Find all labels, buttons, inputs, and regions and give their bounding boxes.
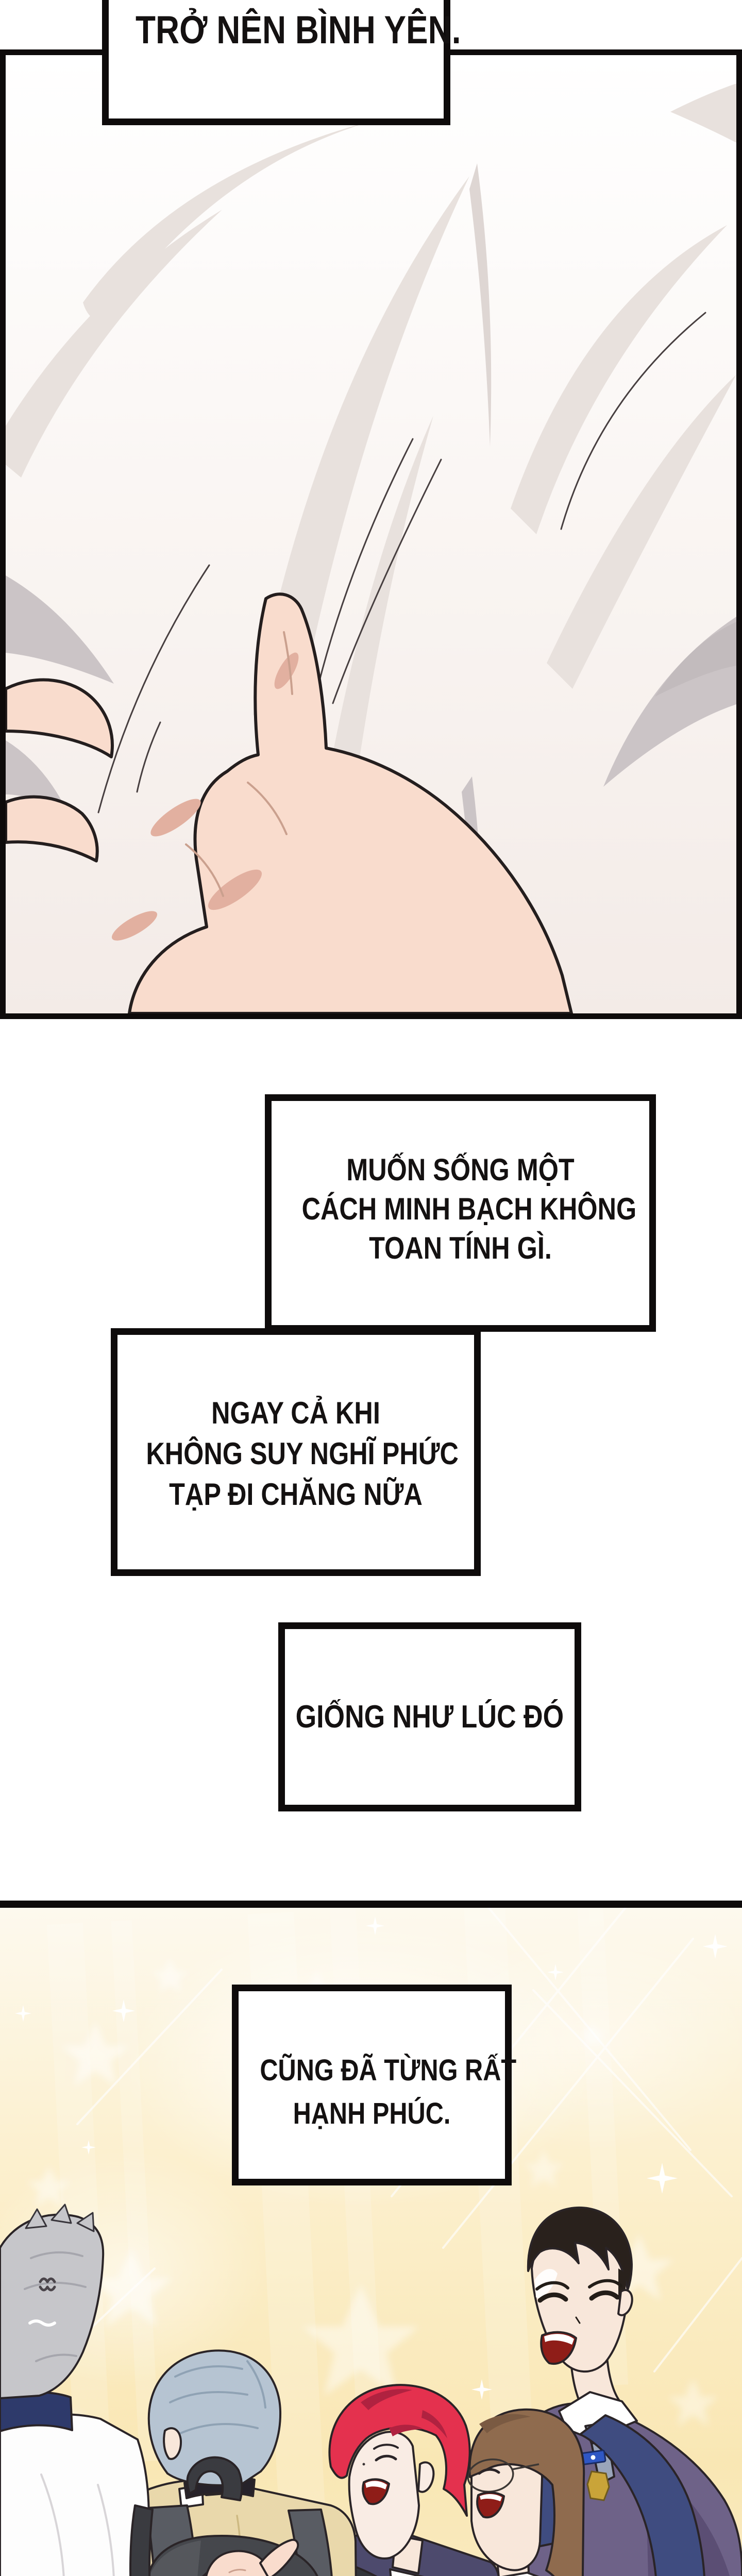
character-gray-boy: [0, 2204, 150, 2576]
speech-box-live-clearly: MUỐN SỐNG MỘT CÁCH MINH BẠCH KHÔNG TOAN …: [265, 1094, 656, 1332]
character-brown-boy: [467, 2408, 585, 2576]
glasses-icon: [467, 2458, 514, 2493]
character-red-boy: [318, 2384, 500, 2576]
speech-line: MUỐN SỐNG MỘT: [346, 1153, 575, 1187]
speech-box-like-back-then: GIỐNG NHƯ LÚC ĐÓ: [278, 1622, 581, 1811]
panel-bedsheet: [0, 49, 742, 1019]
speech-box-even-when: NGAY CẢ KHI KHÔNG SUY NGHĨ PHỨC TẠP ĐI C…: [111, 1328, 481, 1576]
pointing-arm: [202, 2538, 299, 2576]
bedsheet-illustration: [6, 55, 736, 1013]
speech-line: CŨNG ĐÃ TỪNG RẤT: [260, 2054, 517, 2087]
hand-illustration: [6, 592, 573, 1013]
speech-line: TRỞ NÊN BÌNH YÊN.: [136, 8, 461, 52]
knuckle-shadows: [111, 652, 299, 941]
speech-line: KHÔNG SUY NGHĨ PHỨC: [146, 1436, 459, 1471]
speech-line: TẠP ĐI CHĂNG NỮA: [169, 1477, 423, 1512]
speech-line: GIỐNG NHƯ LÚC ĐÓ: [295, 1699, 564, 1735]
speech-line: NGAY CẢ KHI: [211, 1396, 380, 1430]
anger-vein-icon: [39, 2277, 56, 2292]
gold-pin: [586, 2470, 610, 2501]
speech-box-happy: CŨNG ĐÃ TỪNG RẤT HẠNH PHÚC.: [232, 1985, 517, 2185]
speech-line: HẠNH PHÚC.: [293, 2097, 451, 2130]
speech-line: CÁCH MINH BẠCH KHÔNG: [301, 1192, 637, 1226]
speech-line: TOAN TÍNH GÌ.: [369, 1231, 552, 1265]
speech-box-top: TRỞ NÊN BÌNH YÊN.: [102, 0, 461, 125]
